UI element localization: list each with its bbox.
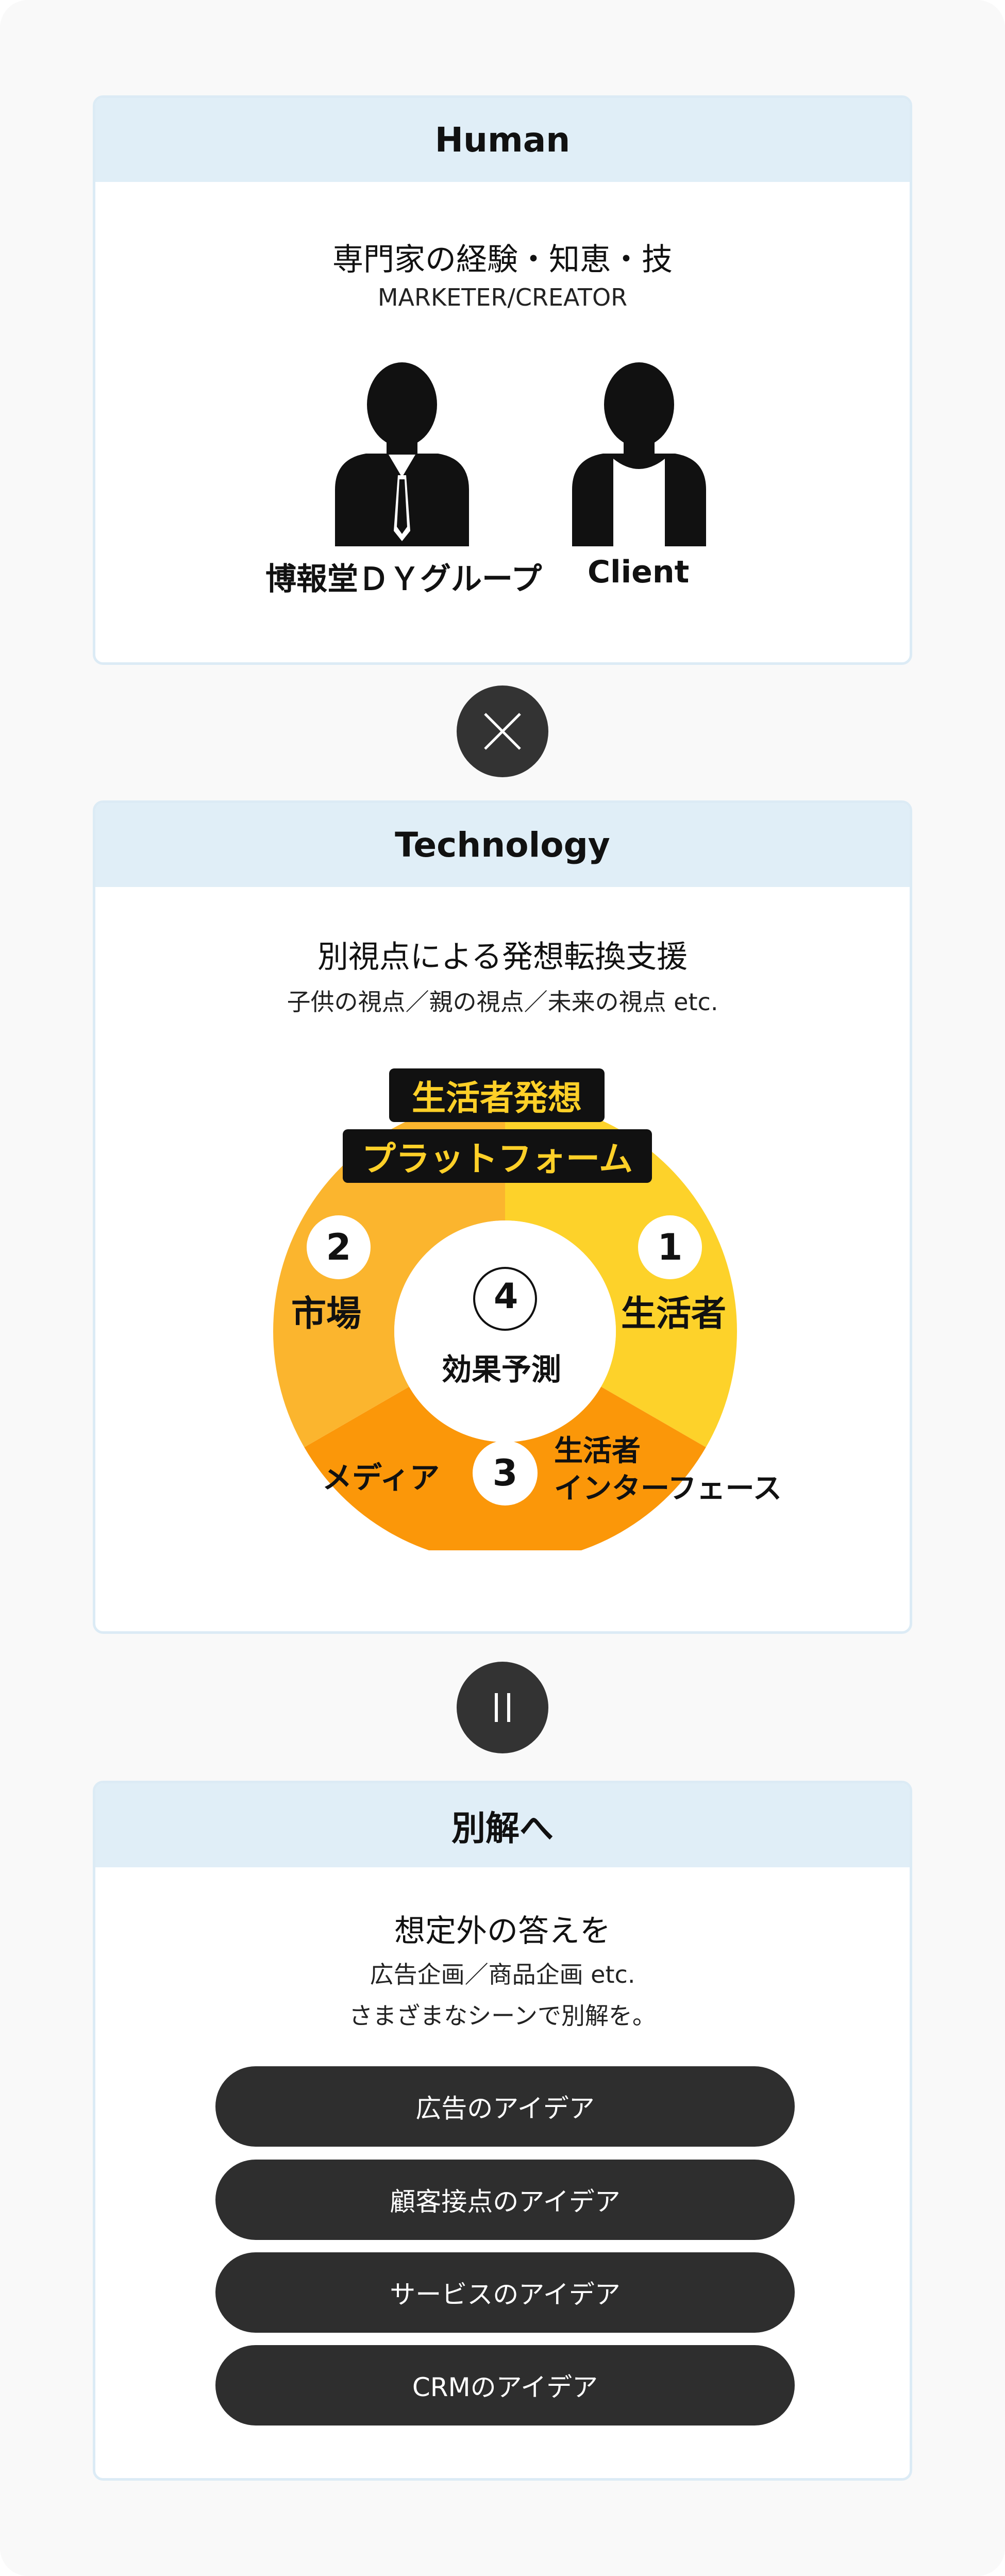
- human-sub-text: MARKETER/CREATOR: [377, 283, 628, 311]
- person-with-tie-icon: [335, 362, 469, 546]
- result-lead-text: 想定外の答えを: [394, 1913, 611, 1949]
- segment-label-media: メディア: [322, 1460, 440, 1495]
- human-card: Human 専門家の経験・知恵・技 MARKETER/CREATOR 博報堂ＤＹ…: [93, 95, 912, 665]
- segment-number-3: 3: [473, 1441, 538, 1506]
- segment-label-interface-line1: 生活者: [554, 1434, 641, 1468]
- idea-button-service[interactable]: サービスのアイデア: [215, 2252, 795, 2333]
- platform-diagram: 生活者発想 プラットフォーム 1 生活者 2 市場 3 メディア 生活者 インタ…: [95, 803, 910, 1550]
- idea-button-customer-touchpoint[interactable]: 顧客接点のアイデア: [215, 2160, 795, 2240]
- person-casual-icon: [572, 362, 706, 546]
- human-card-header: Human: [95, 98, 910, 182]
- human-lead-text: 専門家の経験・知恵・技: [332, 242, 673, 278]
- equals-operator: [457, 1662, 548, 1753]
- equals-icon: [495, 1693, 510, 1722]
- times-icon: [484, 713, 521, 750]
- center-number: 4: [494, 1276, 518, 1317]
- result-card: 別解へ 想定外の答えを 広告企画／商品企画 etc. さまざまなシーンで別解を。…: [93, 1781, 912, 2481]
- center-number-ring: [473, 1267, 537, 1331]
- technology-lead-text: 別視点による発想転換支援: [317, 939, 688, 975]
- person-label-client: Client: [588, 554, 690, 590]
- segment-number-2: 2: [307, 1215, 371, 1279]
- result-card-header: 別解へ: [95, 1783, 910, 1867]
- result-sub-text-1: 広告企画／商品企画 etc.: [370, 1961, 635, 1988]
- technology-card-header: Technology: [95, 803, 910, 887]
- times-operator: [457, 685, 548, 777]
- center-label-effect-prediction: 効果予測: [442, 1352, 562, 1387]
- segment-seikatsusha: [505, 1099, 737, 1447]
- segment-label-seikatsusha: 生活者: [621, 1294, 727, 1334]
- person-label-hakuhodo: 博報堂ＤＹグループ: [265, 561, 542, 597]
- technology-sub-text: 子供の視点／親の視点／未来の視点 etc.: [287, 988, 718, 1016]
- segment-label-market: 市場: [291, 1294, 362, 1334]
- segment-number-1: 1: [638, 1215, 702, 1279]
- segment-label-interface-line2: インターフェース: [554, 1472, 782, 1506]
- segment-market: [273, 1099, 505, 1447]
- technology-card: Technology 別視点による発想転換支援 子供の視点／親の視点／未来の視点…: [93, 800, 912, 1634]
- chip-platform: プラットフォーム: [343, 1129, 652, 1183]
- result-sub-text-2: さまざまなシーンで別解を。: [349, 2002, 656, 2030]
- chip-seikatsusha-hasso: 生活者発想: [389, 1068, 605, 1122]
- idea-button-ad[interactable]: 広告のアイデア: [215, 2066, 795, 2147]
- idea-button-crm[interactable]: CRMのアイデア: [215, 2345, 795, 2426]
